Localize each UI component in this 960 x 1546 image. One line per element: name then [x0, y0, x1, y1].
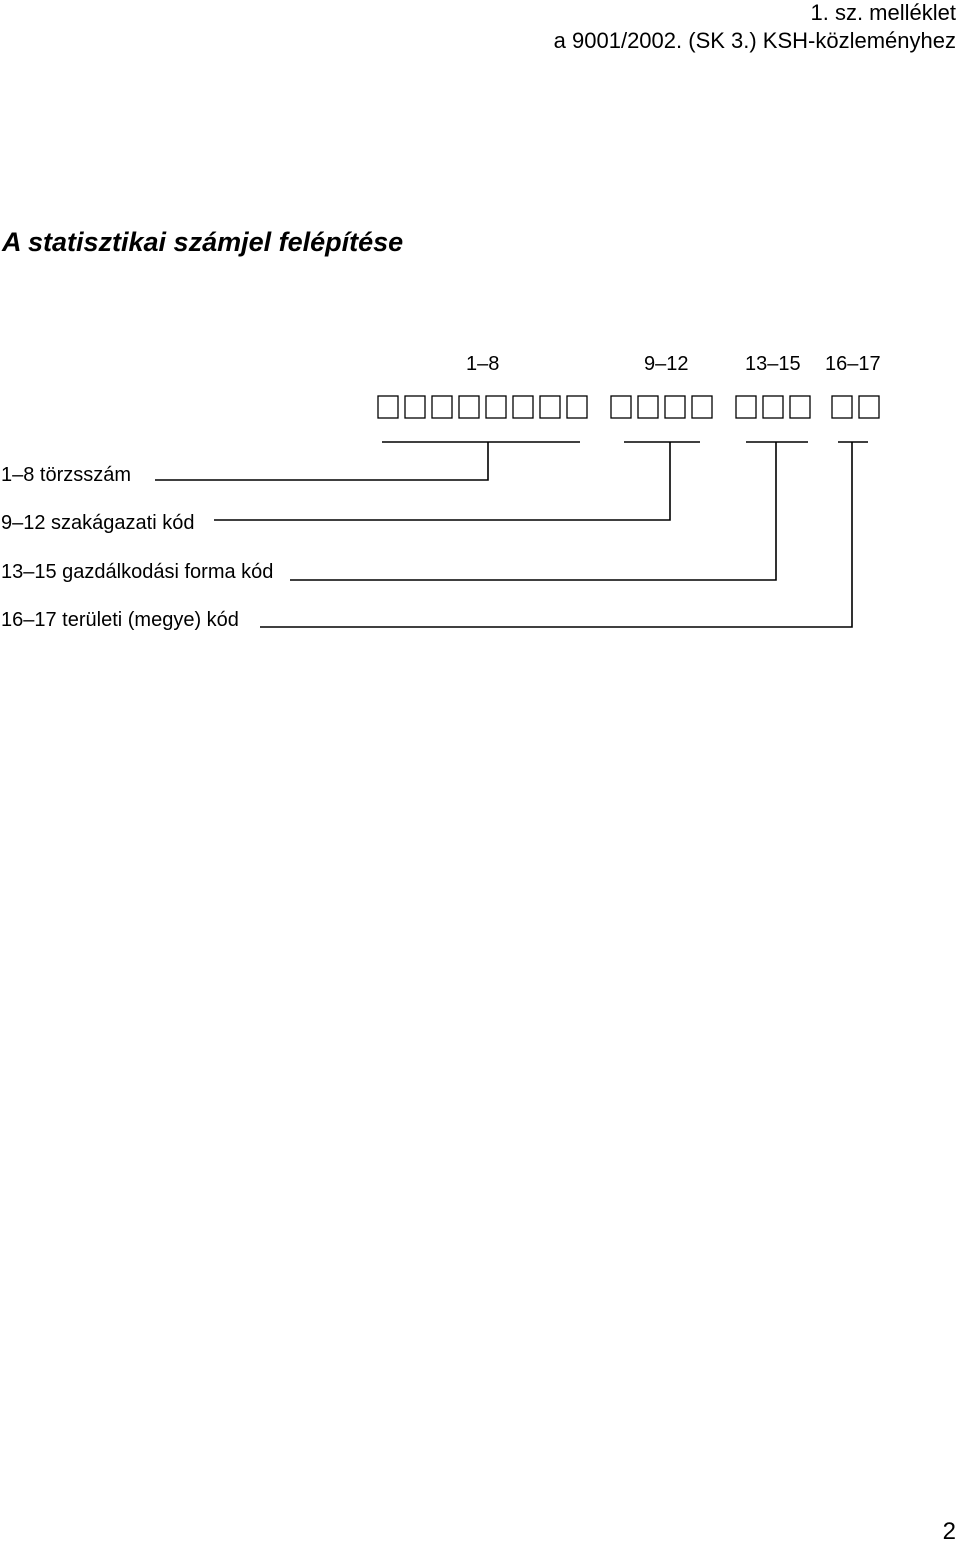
- digit-box: [610, 395, 632, 419]
- digit-box: [789, 395, 811, 419]
- digit-box: [664, 395, 686, 419]
- digit-box: [485, 395, 507, 419]
- range-label-group-1: 1–8: [466, 353, 500, 375]
- digit-box: [735, 395, 757, 419]
- diagram-lines: [155, 395, 880, 628]
- digit-box: [858, 395, 880, 419]
- digit-box: [539, 395, 561, 419]
- digit-box: [637, 395, 659, 419]
- leader-line-3: [290, 442, 777, 581]
- digit-boxes: [377, 395, 880, 419]
- code-structure-diagram: 1–8 9–12 13–15 16–17 1–8 törzsszám 9–12 …: [0, 340, 960, 640]
- digit-box: [512, 395, 534, 419]
- digit-box: [377, 395, 399, 419]
- range-label-group-2: 9–12: [644, 353, 689, 375]
- description-group-4: 16–17 területi (megye) kód: [1, 609, 239, 631]
- annex-reference: a 9001/2002. (SK 3.) KSH-közleményhez: [553, 28, 956, 53]
- digit-box: [566, 395, 588, 419]
- description-group-2: 9–12 szakágazati kód: [1, 512, 195, 534]
- digit-box: [404, 395, 426, 419]
- description-group-1: 1–8 törzsszám: [1, 464, 132, 486]
- digit-box: [458, 395, 480, 419]
- leader-line-1: [155, 442, 489, 481]
- digit-box: [762, 395, 784, 419]
- leader-lines: [155, 442, 853, 628]
- description-group-3: 13–15 gazdálkodási forma kód: [1, 561, 274, 583]
- digit-box: [831, 395, 853, 419]
- page-number: 2: [942, 1518, 956, 1545]
- page-title: A statisztikai számjel felépítése: [2, 227, 404, 257]
- annex-number: 1. sz. melléklet: [810, 0, 957, 25]
- leader-line-4: [260, 442, 853, 628]
- digit-box: [691, 395, 713, 419]
- range-label-group-3: 13–15: [745, 353, 801, 375]
- digit-box: [431, 395, 453, 419]
- range-label-group-4: 16–17: [825, 353, 881, 375]
- leader-line-2: [214, 442, 671, 521]
